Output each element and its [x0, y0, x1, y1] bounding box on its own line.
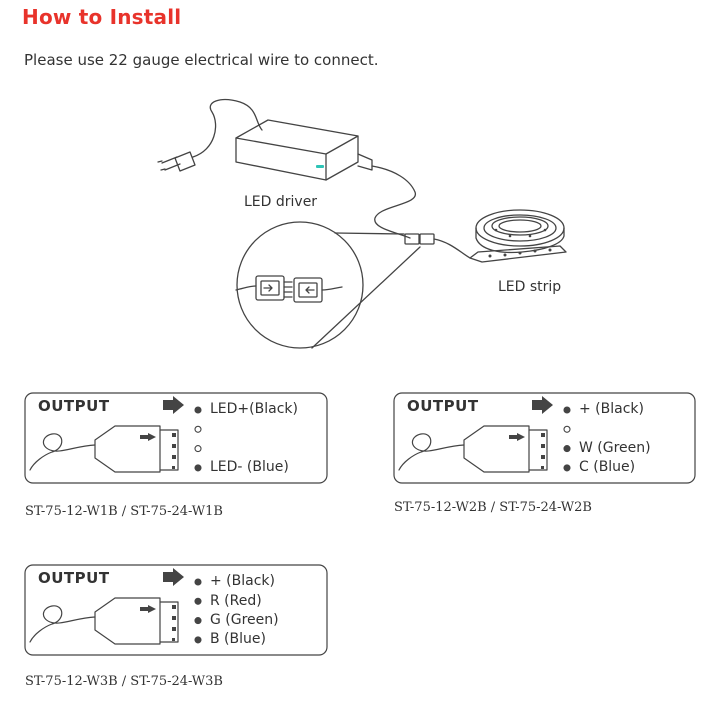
- pin-marker-filled: [194, 406, 202, 414]
- model-number: ST-75-12-W1B / ST-75-24-W1B: [25, 504, 223, 519]
- pin-label: C (Blue): [579, 459, 636, 475]
- dc-cord: [371, 165, 416, 239]
- magnified-connector-circle: [236, 221, 364, 349]
- model-number: ST-75-12-W2B / ST-75-24-W2B: [394, 500, 592, 515]
- output-arrow-icon-1: [163, 396, 184, 414]
- model-number: ST-75-12-W3B / ST-75-24-W3B: [25, 674, 223, 689]
- output-connector-icon-3: [29, 597, 179, 645]
- output-heading: OUTPUT: [38, 569, 110, 587]
- pin-marker-filled: [194, 597, 202, 605]
- pin-label: LED+(Black): [210, 401, 298, 417]
- pin-marker-filled: [194, 464, 202, 472]
- pin-marker-filled: [194, 617, 202, 625]
- power-plug-icon: [157, 151, 196, 172]
- output-box-1: [24, 392, 328, 484]
- pin-label: + (Black): [210, 573, 275, 589]
- pin-marker-filled: [563, 406, 571, 414]
- pin-label: + (Black): [579, 401, 644, 417]
- output-connector-icon-1: [29, 425, 179, 473]
- led-strip-coil-icon: [469, 209, 567, 263]
- pin-label: W (Green): [579, 440, 651, 456]
- output-heading: OUTPUT: [407, 397, 479, 415]
- page-title: How to Install: [22, 5, 182, 29]
- pin-marker-filled: [194, 636, 202, 644]
- driver-indicator-light: [316, 165, 324, 168]
- output-arrow-icon-3: [163, 568, 184, 586]
- output-box-3: [24, 564, 328, 656]
- pin-marker-hollow: [194, 425, 202, 433]
- pin-marker-filled: [563, 445, 571, 453]
- pin-marker-filled: [194, 578, 202, 586]
- instruction-text: Please use 22 gauge electrical wire to c…: [24, 51, 379, 69]
- pin-label: G (Green): [210, 612, 279, 628]
- output-box-2: [393, 392, 696, 484]
- pin-marker-hollow: [563, 425, 571, 433]
- pin-label: B (Blue): [210, 631, 266, 647]
- led-driver-label: LED driver: [244, 194, 318, 210]
- pin-marker-filled: [563, 464, 571, 472]
- led-driver-icon: [235, 119, 373, 181]
- output-arrow-icon-2: [532, 396, 553, 414]
- output-heading: OUTPUT: [38, 397, 110, 415]
- ac-cord: [192, 98, 263, 158]
- inline-connector-icon: [404, 233, 435, 245]
- pin-label: LED- (Blue): [210, 459, 289, 475]
- output-connector-icon-2: [398, 425, 548, 473]
- led-strip-label: LED strip: [498, 279, 562, 295]
- pin-label: R (Red): [210, 593, 262, 609]
- pin-marker-hollow: [194, 445, 202, 453]
- magnified-connector-icon: [235, 275, 343, 303]
- connector-arrow-icon: [148, 433, 156, 441]
